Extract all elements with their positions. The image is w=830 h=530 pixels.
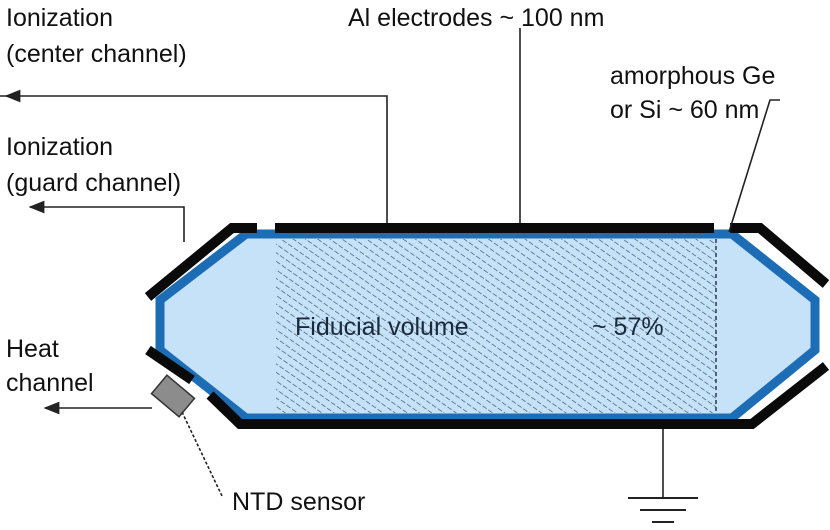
leader-lines <box>0 28 780 497</box>
heat-label-line1: Heat <box>6 335 59 363</box>
guard-electrode-top-left <box>144 223 257 301</box>
ionization-center-label-line2: (center channel) <box>6 40 187 68</box>
ntd-sensor-chip <box>150 374 196 418</box>
guard-electrode-top-right <box>730 223 830 288</box>
ntd-pointer <box>181 411 223 497</box>
ionization-guard-label-line1: Ionization <box>6 133 113 161</box>
guard-channel-wire <box>28 200 185 242</box>
heat-label-line2: channel <box>6 369 94 397</box>
electrodes-bottom <box>145 345 830 429</box>
fiducial-percent-label: ~ 57% <box>592 313 664 341</box>
guard-electrode-bottom-left <box>145 345 195 385</box>
fiducial-volume-label: Fiducial volume <box>295 313 469 341</box>
electrodes-top <box>144 223 830 301</box>
fiducial-volume-region <box>276 239 716 413</box>
electrode-bottom <box>206 362 830 429</box>
ground-icon <box>628 497 698 523</box>
ionization-guard-label-line2: (guard channel) <box>6 169 181 197</box>
amorphous-label-line2: or Si ~ 60 nm <box>610 96 759 124</box>
amorphous-pointer <box>728 99 780 233</box>
al-electrodes-label: Al electrodes ~ 100 nm <box>348 4 604 32</box>
ionization-center-label-line1: Ionization <box>6 4 113 32</box>
amorphous-label-line1: amorphous Ge <box>610 62 775 90</box>
ntd-sensor-label: NTD sensor <box>232 488 365 516</box>
center-channel-wire <box>0 95 388 223</box>
